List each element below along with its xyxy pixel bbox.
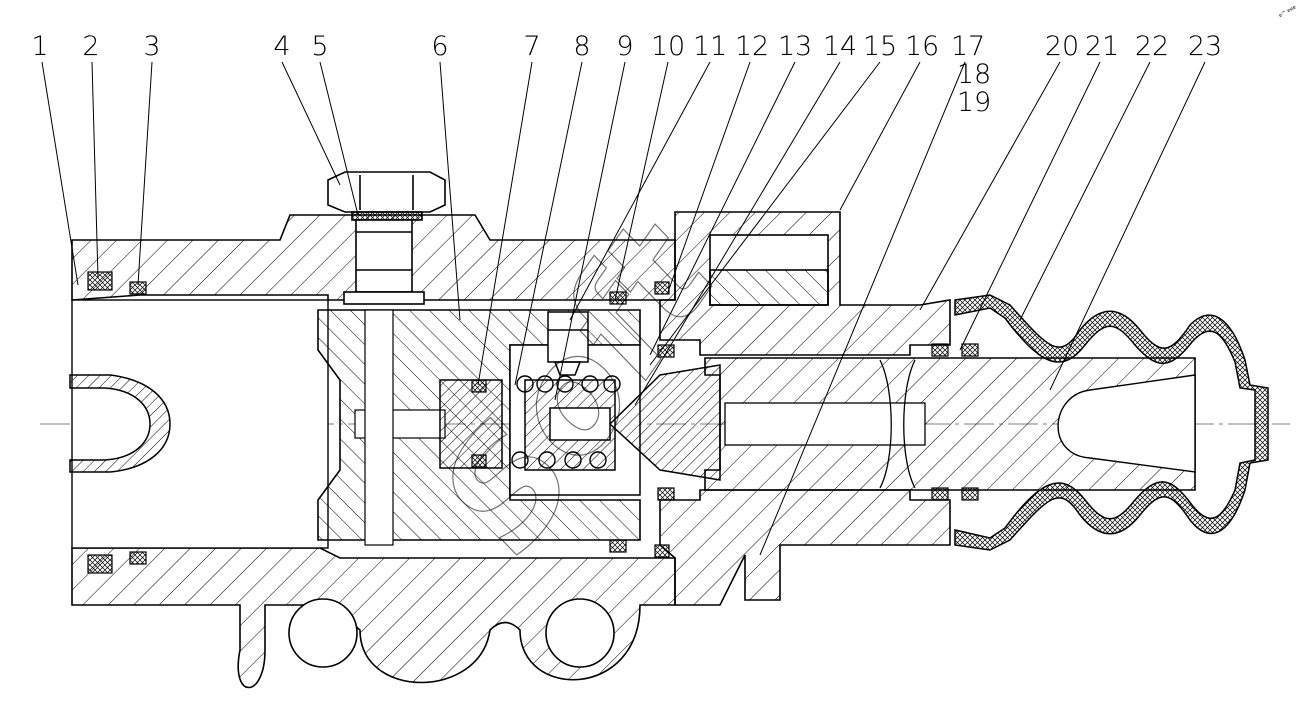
bleed-plug xyxy=(327,171,446,305)
callout-labels: 1 2 3 4 5 6 7 8 9 10 11 12 13 14 15 16 1… xyxy=(31,31,1222,118)
o-ring-seals xyxy=(87,271,979,574)
cylinder-bore xyxy=(71,299,329,549)
callout-16: 16 xyxy=(905,31,939,62)
valve-assembly xyxy=(439,311,721,496)
leader-lines xyxy=(41,61,1206,556)
callout-18: 18 xyxy=(957,59,991,90)
callout-21: 21 xyxy=(1085,31,1119,62)
callout-15: 15 xyxy=(863,31,897,62)
callout-2: 2 xyxy=(82,31,99,62)
dust-boot xyxy=(954,294,1269,551)
callout-5: 5 xyxy=(311,31,328,62)
callout-3: 3 xyxy=(143,31,160,62)
callout-12: 12 xyxy=(735,31,769,62)
callout-6: 6 xyxy=(431,31,448,62)
callout-14: 14 xyxy=(823,31,857,62)
end-cap xyxy=(69,374,171,473)
callout-20: 20 xyxy=(1045,31,1079,62)
callout-4: 4 xyxy=(273,31,290,62)
callout-10: 10 xyxy=(651,31,685,62)
callout-13: 13 xyxy=(778,31,812,62)
callout-7: 7 xyxy=(523,31,540,62)
callout-17: 17 xyxy=(951,31,985,62)
callout-19: 19 xyxy=(957,87,991,118)
callout-1: 1 xyxy=(31,31,48,62)
callout-23: 23 xyxy=(1188,31,1222,62)
callout-8: 8 xyxy=(573,31,590,62)
housing-body xyxy=(71,211,951,689)
corner-mark: e™ eee xyxy=(1278,4,1297,19)
callout-11: 11 xyxy=(693,31,727,62)
callout-9: 9 xyxy=(616,31,633,62)
callout-22: 22 xyxy=(1135,31,1169,62)
